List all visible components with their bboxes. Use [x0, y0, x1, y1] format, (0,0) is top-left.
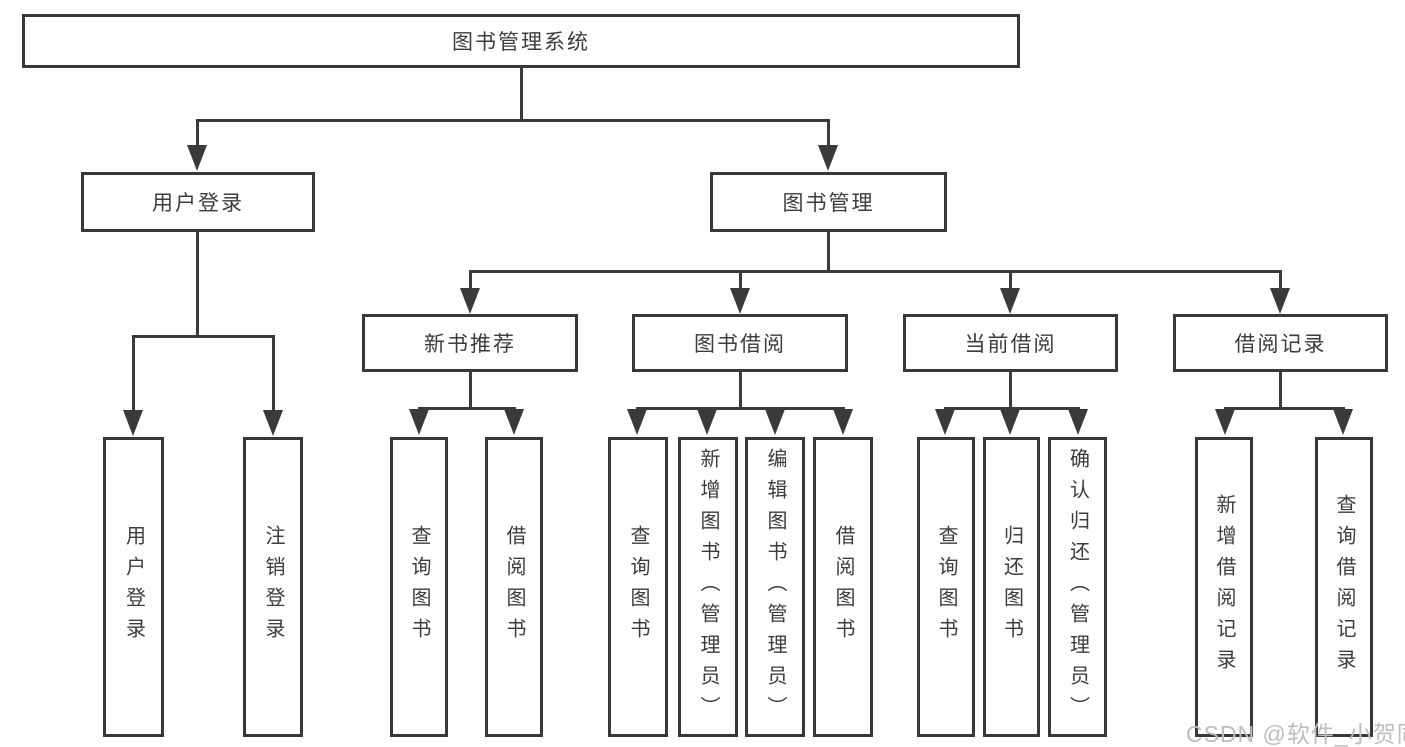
node-current-borrowing: 当前借阅	[903, 314, 1118, 372]
leaf-borrow-books: 借阅图书	[813, 437, 873, 737]
connector-line	[196, 232, 199, 336]
arrow-down-icon	[187, 145, 207, 171]
connector-line	[944, 407, 1080, 410]
node-book-management: 图书管理	[710, 172, 947, 232]
connector-line	[469, 270, 472, 290]
connector-line	[827, 232, 830, 271]
node-user-login: 用户登录	[81, 172, 315, 232]
connector-line	[469, 372, 472, 408]
arrow-down-icon	[1270, 288, 1290, 314]
arrow-down-icon	[1000, 288, 1020, 314]
arrow-down-icon	[765, 409, 785, 435]
leaf-logout: 注销登录	[243, 437, 303, 737]
connector-line	[739, 270, 742, 290]
connector-line	[1279, 270, 1282, 290]
leaf-edit-books-admin: 编辑图书（管理员）	[745, 437, 805, 737]
arrow-down-icon	[730, 288, 750, 314]
connector-line	[469, 270, 1282, 273]
arrow-down-icon	[818, 145, 838, 171]
arrow-down-icon	[263, 410, 283, 436]
connector-line	[272, 335, 275, 413]
arrow-down-icon	[833, 409, 853, 435]
node-root-library-management-system: 图书管理系统	[22, 14, 1020, 68]
arrow-down-icon	[123, 410, 143, 436]
connector-line	[196, 119, 830, 122]
leaf-query-borrow-record: 查询借阅记录	[1315, 437, 1373, 737]
arrow-down-icon	[504, 409, 524, 435]
leaf-query-books-current: 查询图书	[917, 437, 975, 737]
connector-line	[739, 372, 742, 408]
leaf-add-books-admin: 新增图书（管理员）	[678, 437, 738, 737]
connector-line	[827, 119, 830, 147]
connector-line	[132, 335, 135, 413]
csdn-watermark: CSDN @软件_小贺同学	[1186, 721, 1405, 747]
arrow-down-icon	[1000, 409, 1020, 435]
node-borrowing-records: 借阅记录	[1173, 314, 1388, 372]
arrow-down-icon	[627, 409, 647, 435]
connector-line	[1009, 270, 1012, 290]
leaf-return-books: 归还图书	[983, 437, 1040, 737]
leaf-borrow-books-recommend: 借阅图书	[485, 437, 543, 737]
arrow-down-icon	[697, 409, 717, 435]
connector-line	[1279, 372, 1282, 408]
leaf-query-books-recommend: 查询图书	[390, 437, 448, 737]
node-new-book-recommendation: 新书推荐	[362, 314, 578, 372]
node-book-borrowing: 图书借阅	[632, 314, 848, 372]
connector-line	[520, 68, 523, 120]
arrow-down-icon	[1215, 409, 1235, 435]
connector-line	[1009, 372, 1012, 408]
leaf-query-books-borrowing: 查询图书	[608, 437, 668, 737]
connector-line	[418, 407, 516, 410]
arrow-down-icon	[460, 288, 480, 314]
arrow-down-icon	[1333, 409, 1353, 435]
connector-line	[132, 335, 275, 338]
arrow-down-icon	[409, 409, 429, 435]
arrow-down-icon	[935, 409, 955, 435]
leaf-add-borrow-record: 新增借阅记录	[1195, 437, 1253, 737]
connector-line	[1224, 407, 1345, 410]
leaf-confirm-return-admin: 确认归还（管理员）	[1048, 437, 1107, 737]
arrow-down-icon	[1068, 409, 1088, 435]
connector-line	[196, 119, 199, 147]
connector-line	[636, 407, 845, 410]
leaf-user-login: 用户登录	[103, 437, 164, 737]
